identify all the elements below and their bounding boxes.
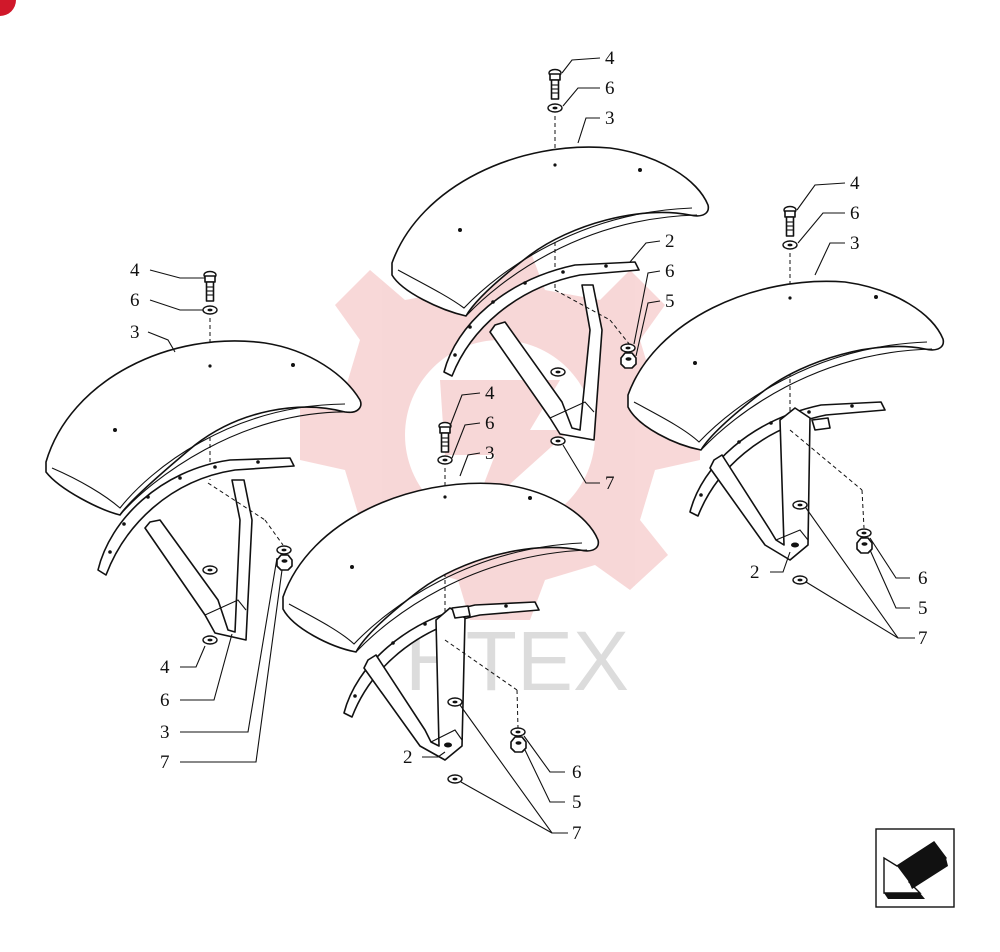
nut-part-5 — [856, 537, 873, 554]
nut-part-5 — [620, 352, 637, 369]
callout-c3: 3 — [850, 233, 860, 254]
bolt-part-4 — [548, 68, 562, 100]
callout-d7: 4 — [160, 657, 170, 678]
callout-e6: 6 — [572, 762, 582, 783]
callout-b3: 3 — [605, 108, 615, 129]
nut-part-5 — [510, 736, 527, 753]
callout-b5r: 5 — [665, 291, 675, 312]
callout-a3: 3 — [130, 322, 140, 343]
callout-c6b: 6 — [918, 568, 928, 589]
brand-badge — [0, 0, 16, 16]
callout-b6r: 6 — [665, 261, 675, 282]
callout-d6: 6 — [485, 413, 495, 434]
callout-c4: 4 — [850, 173, 860, 194]
bracket-part-2 — [443, 261, 640, 377]
fender-assembly-top: 4 6 3 2 6 5 7 — [391, 48, 710, 494]
fender-assembly-right: 4 6 3 2 6 5 7 — [627, 173, 945, 649]
callout-a4: 4 — [130, 260, 140, 281]
fender-assembly-left: 4 6 3 4 6 3 7 — [45, 260, 362, 773]
callout-d5b: 7 — [160, 752, 170, 773]
callout-e2: 2 — [403, 747, 413, 768]
callout-c2: 2 — [750, 562, 760, 583]
mudguard-part-3 — [391, 146, 710, 317]
bolt-part-4 — [438, 421, 452, 453]
bolt-part-4 — [783, 205, 797, 237]
callout-d2: 6 — [160, 690, 170, 711]
callout-d6b: 3 — [160, 722, 170, 743]
callout-b4: 4 — [605, 48, 615, 69]
callout-b6: 6 — [605, 78, 615, 99]
callout-e7: 7 — [572, 823, 582, 844]
callout-d3: 3 — [485, 443, 495, 464]
bracket-part-2 — [97, 457, 295, 576]
callout-b7: 7 — [605, 473, 615, 494]
callout-c6: 6 — [850, 203, 860, 224]
callout-e5: 5 — [572, 792, 582, 813]
arrow-down-left-icon — [883, 841, 948, 899]
callout-c5b: 5 — [918, 598, 928, 619]
nut-part-5 — [276, 554, 293, 571]
callout-a6: 6 — [130, 290, 140, 311]
callout-d4: 4 — [485, 383, 495, 404]
bolt-part-4 — [203, 270, 217, 302]
navigate-back-button[interactable] — [875, 828, 955, 908]
fender-assembly-bottom: 4 6 3 2 6 5 7 — [282, 383, 600, 844]
callout-b2: 2 — [665, 231, 675, 252]
callout-c7: 7 — [918, 628, 928, 649]
